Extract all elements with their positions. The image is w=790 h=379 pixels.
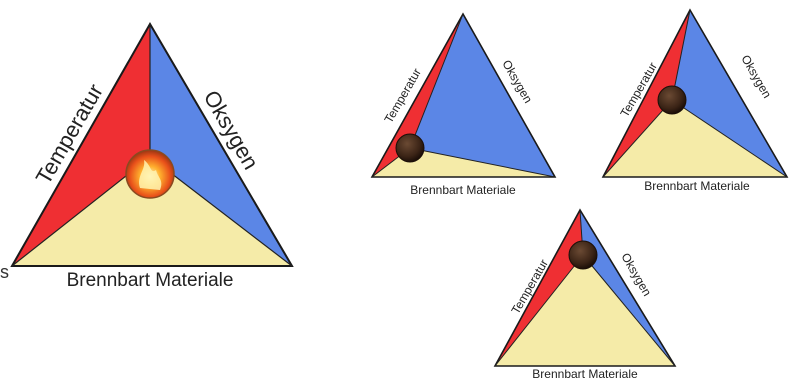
- fire-triangle-large: Temperatur Oksygen Brennbart Materiale: [12, 24, 292, 291]
- extinguished-fire-icon: [658, 86, 686, 114]
- label-oxygen: Oksygen: [738, 53, 774, 101]
- label-fuel: Brennbart Materiale: [644, 179, 750, 193]
- fire-triangle-small-3: Temperatur Oksygen Brennbart Materiale: [495, 210, 675, 379]
- label-fuel: Brennbart Materiale: [67, 270, 234, 291]
- fire-triangle-small-2: Temperatur Oksygen Brennbart Materiale: [603, 10, 787, 193]
- label-fuel: Brennbart Materiale: [410, 183, 516, 197]
- extinguished-fire-icon: [569, 241, 597, 269]
- label-fuel: Brennbart Materiale: [532, 367, 638, 379]
- fire-triangle-small-1: Temperatur Oksygen Brennbart Materiale: [372, 14, 555, 197]
- extinguished-fire-icon: [396, 134, 424, 162]
